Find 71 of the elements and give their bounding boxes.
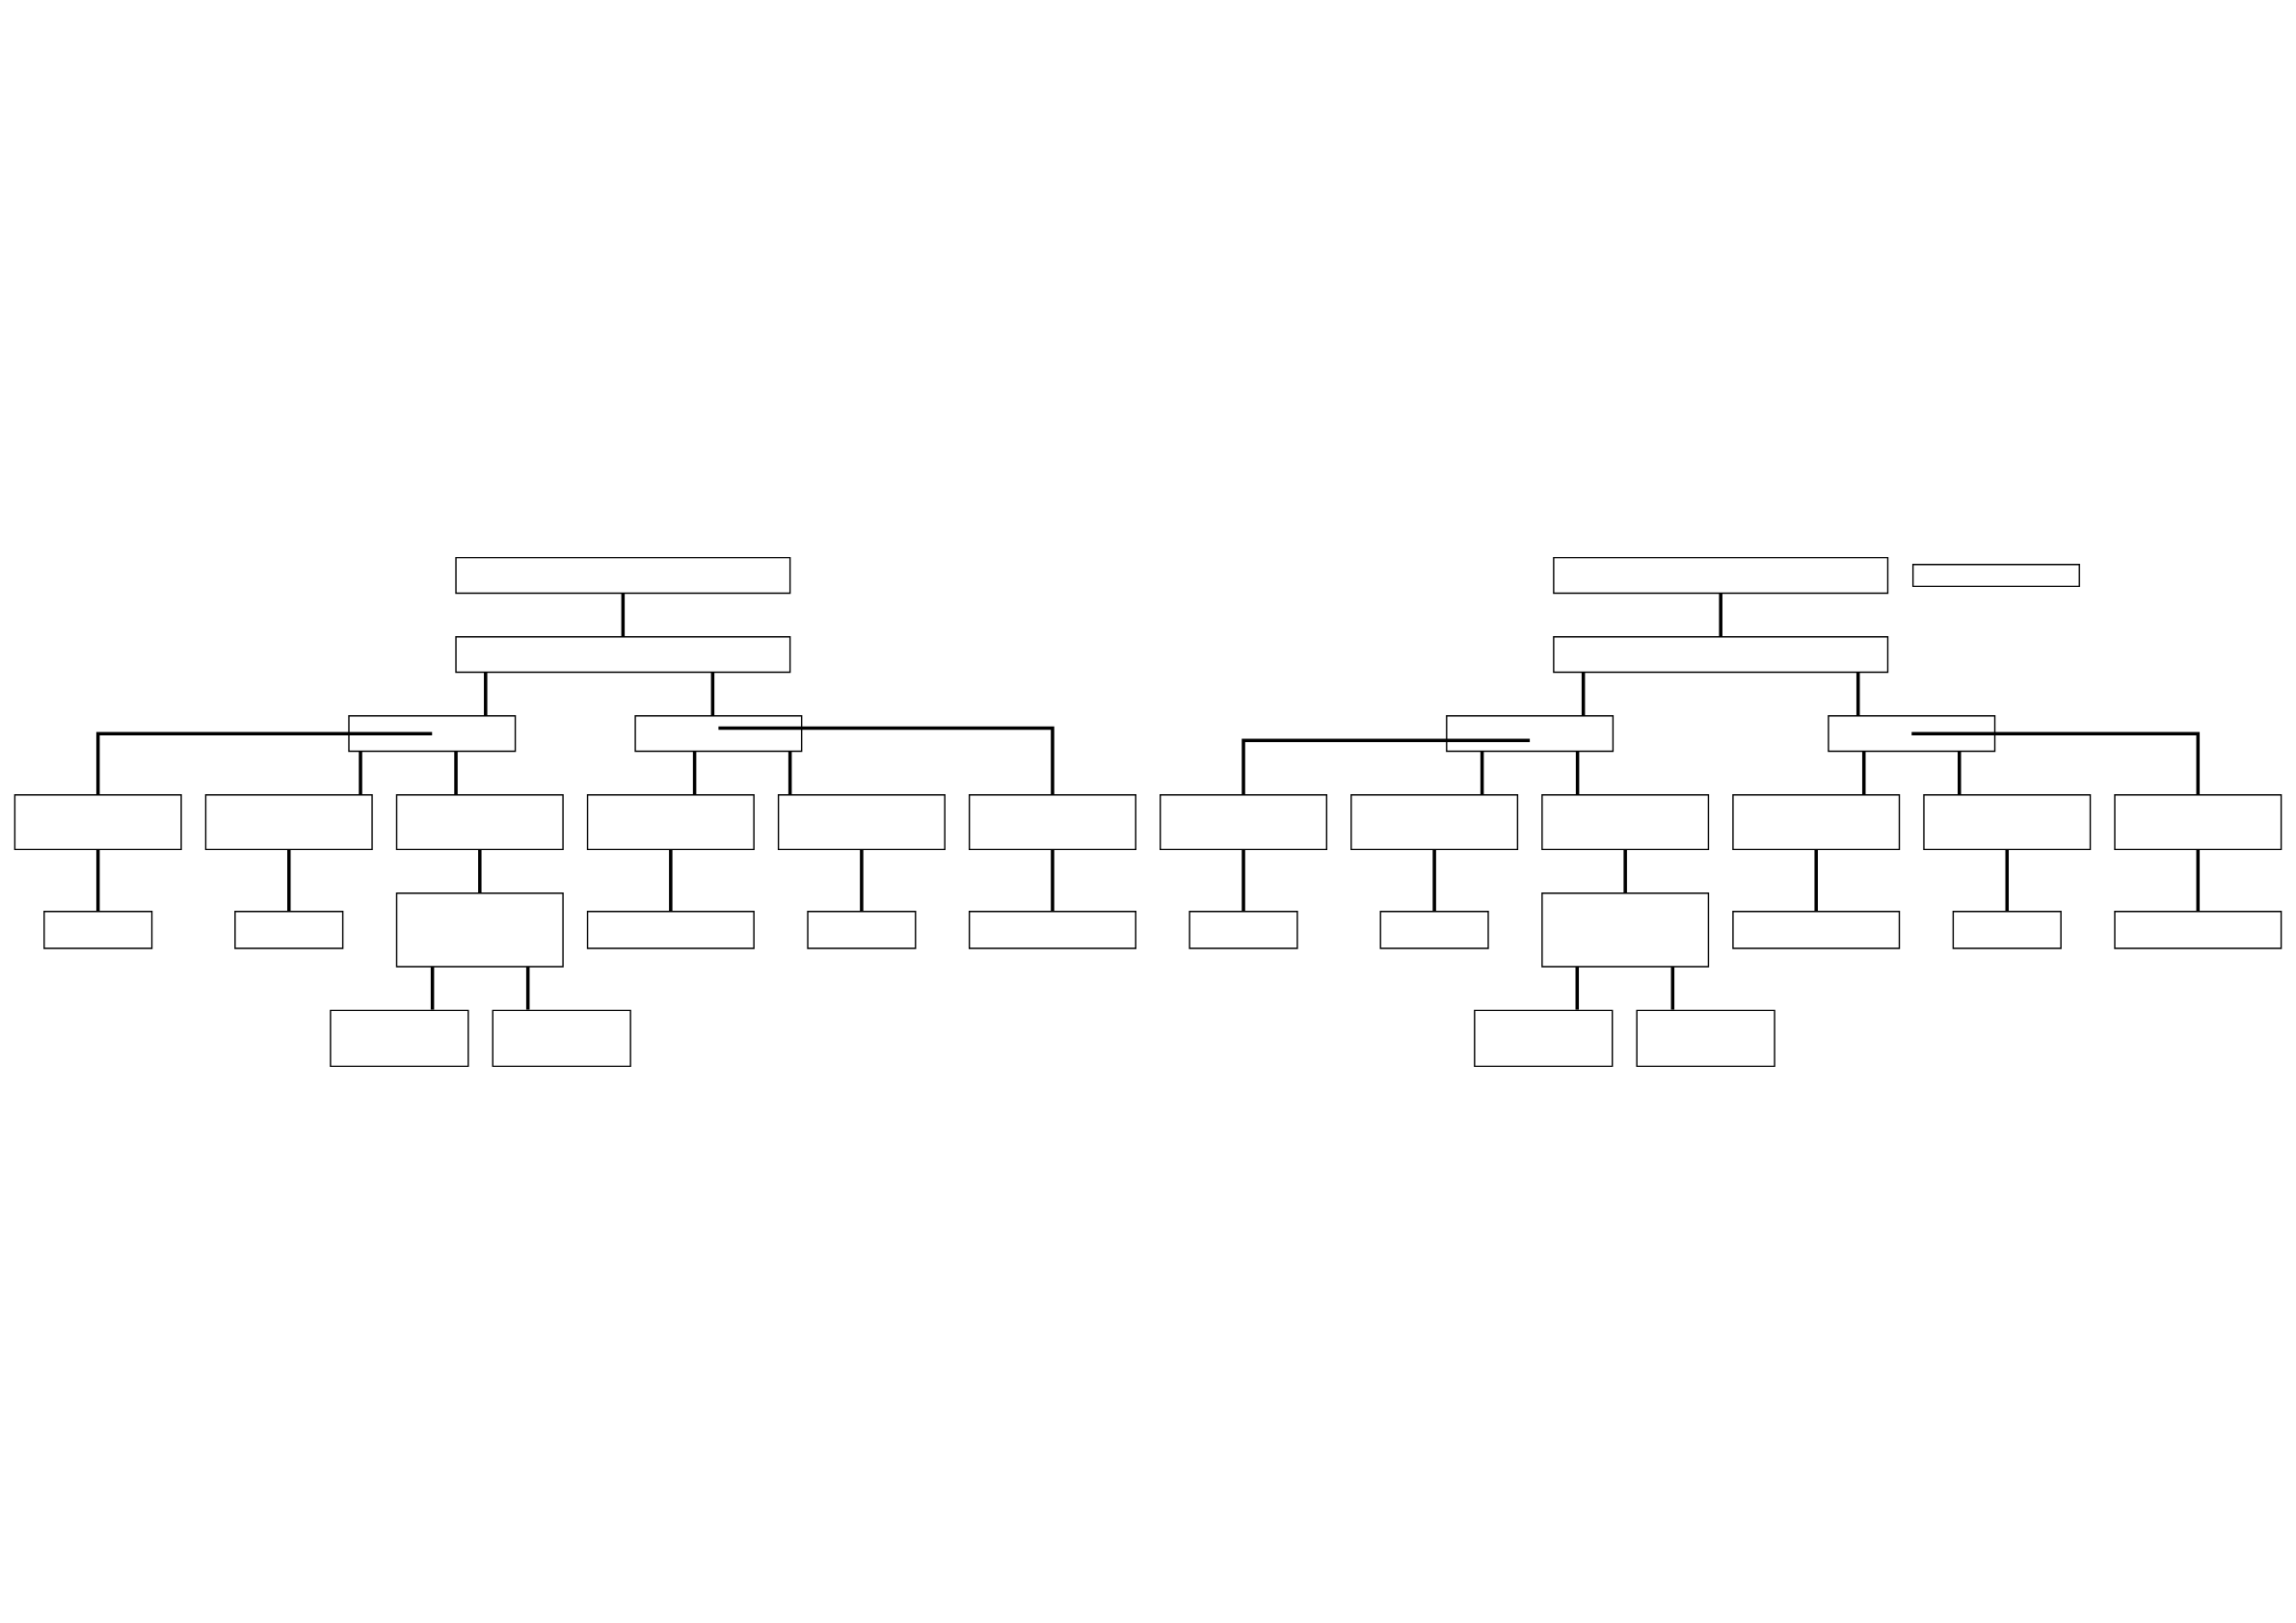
connector [1575,966,1580,1010]
node-box [1952,910,2062,949]
node-box [348,714,517,752]
node-box [1446,714,1615,752]
connector [1241,737,1531,795]
node-box [1541,793,1710,850]
connector [1958,751,1962,795]
connector [1480,751,1484,795]
node-box [1553,635,1889,673]
node-box [1732,910,1901,949]
node-box [13,793,182,850]
connector [1623,848,1627,893]
connector [1861,751,1866,795]
connector [692,751,697,795]
connector [710,672,715,716]
node-box [234,910,344,949]
node-box [43,910,153,949]
node-box [1188,910,1298,949]
connector [621,592,626,637]
node-box [330,1009,469,1067]
node-box [1636,1009,1775,1067]
node-box [807,910,917,949]
connector [478,848,482,893]
connector [525,966,530,1010]
node-box [1474,1009,1614,1067]
connector [1432,848,1436,911]
connector [95,848,100,911]
node-box [1923,793,2092,850]
connector [2196,848,2201,911]
node-box [455,635,791,673]
connector [1241,848,1245,911]
connector [454,751,458,795]
connector [1575,751,1580,795]
node-box [1350,793,1519,850]
node-box [492,1009,631,1067]
connector [1051,848,1055,911]
connector [1581,672,1586,716]
node-box [204,793,373,850]
node-box [1553,556,1889,594]
connector [1719,592,1722,637]
connector [1911,731,2201,795]
node-box [395,891,564,968]
node-box [586,910,755,949]
node-box [968,910,1136,949]
connector [860,848,864,911]
node-box [1911,563,2080,587]
connector [286,848,291,911]
connector [718,726,1055,795]
node-box [1828,714,1996,752]
node-box [586,793,755,850]
connector [430,966,435,1010]
node-box [395,793,564,850]
node-box [1541,891,1710,968]
connector [2005,848,2010,911]
connector [788,751,792,795]
connector [95,731,433,795]
connector [359,751,362,795]
connector [1855,672,1860,716]
connector [1670,966,1675,1010]
node-box [777,793,946,850]
node-box [968,793,1136,850]
node-box [1732,793,1901,850]
connector [484,672,488,716]
node-box [1160,793,1328,850]
node-box [2114,910,2283,949]
node-box [2114,793,2283,850]
connector [669,848,673,911]
node-box [634,714,803,752]
connector [1814,848,1818,911]
node-box [455,556,791,594]
node-box [1379,910,1489,949]
